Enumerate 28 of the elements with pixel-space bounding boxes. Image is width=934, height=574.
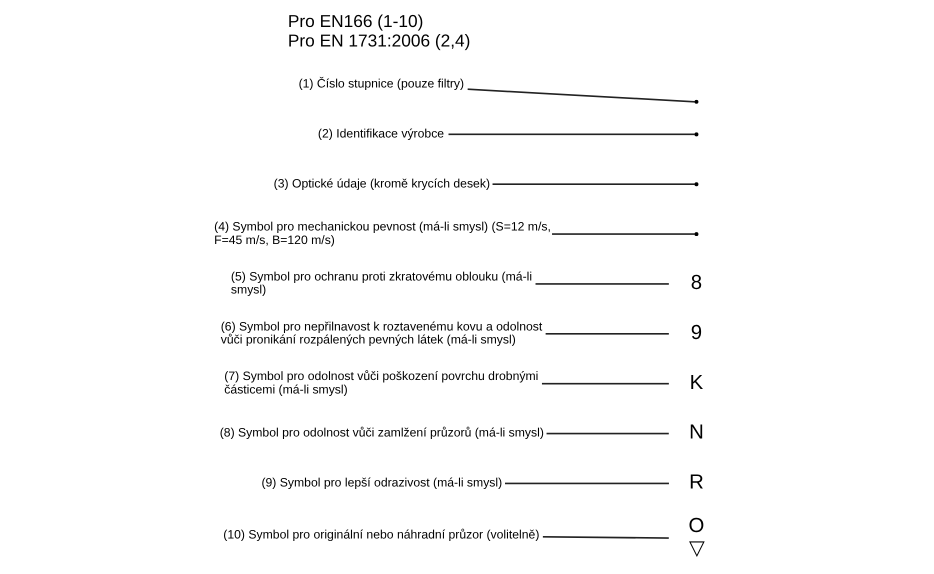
node-text: (7) Symbol pro odolnost vůči poškození povrchu drobnými částicemi (má-li smysl) xyxy=(224,369,538,396)
connector xyxy=(492,183,695,186)
connector xyxy=(536,283,669,285)
node-text: N xyxy=(689,422,704,444)
node-text: (10) Symbol pro originální nebo náhradní průzor (volitelně) xyxy=(223,527,540,542)
connector xyxy=(448,134,695,136)
connector xyxy=(505,482,669,484)
node-text: (8) Symbol pro odolnost vůči zamlžení průzorů (má-li smysl) xyxy=(220,426,544,440)
node-text: (6) Symbol pro nepřilnavost k roztavenému kovu a odolnost vůči pronikání rozpálených pevných látek (má-li smysl) xyxy=(220,319,542,347)
node-text: R xyxy=(689,471,704,494)
node-text: O ▽ xyxy=(688,515,704,560)
connector xyxy=(542,536,669,539)
label: Pro EN166 (1-10) xyxy=(288,11,424,32)
node-text: 8 xyxy=(690,272,702,294)
connector xyxy=(468,88,695,103)
node-text: 9 xyxy=(690,322,702,344)
node-text: K xyxy=(690,372,704,394)
label: Pro EN 1731:2006 (2,4) xyxy=(288,30,470,50)
connector xyxy=(546,432,669,434)
node-text: (3) Optické údaje (kromě krycích desek) xyxy=(274,176,490,190)
node-text: (9) Symbol pro lepší odrazivost (má-li smysl) xyxy=(261,476,502,490)
node-text: (1) Číslo stupnice (pouze filtry) xyxy=(298,76,464,91)
connector xyxy=(552,233,695,235)
node-text: (4) Symbol pro mechanickou pevnost (má-li smysl) (S=12 m/s, F=45 m/s, B=120 m/s) xyxy=(214,220,551,247)
connector xyxy=(546,333,669,335)
node-text: (2) Identifikace výrobce xyxy=(318,126,444,141)
node-text: (5) Symbol pro ochranu proti zkratovému oblouku (má-li smysl) xyxy=(230,269,532,297)
connector xyxy=(542,382,669,384)
